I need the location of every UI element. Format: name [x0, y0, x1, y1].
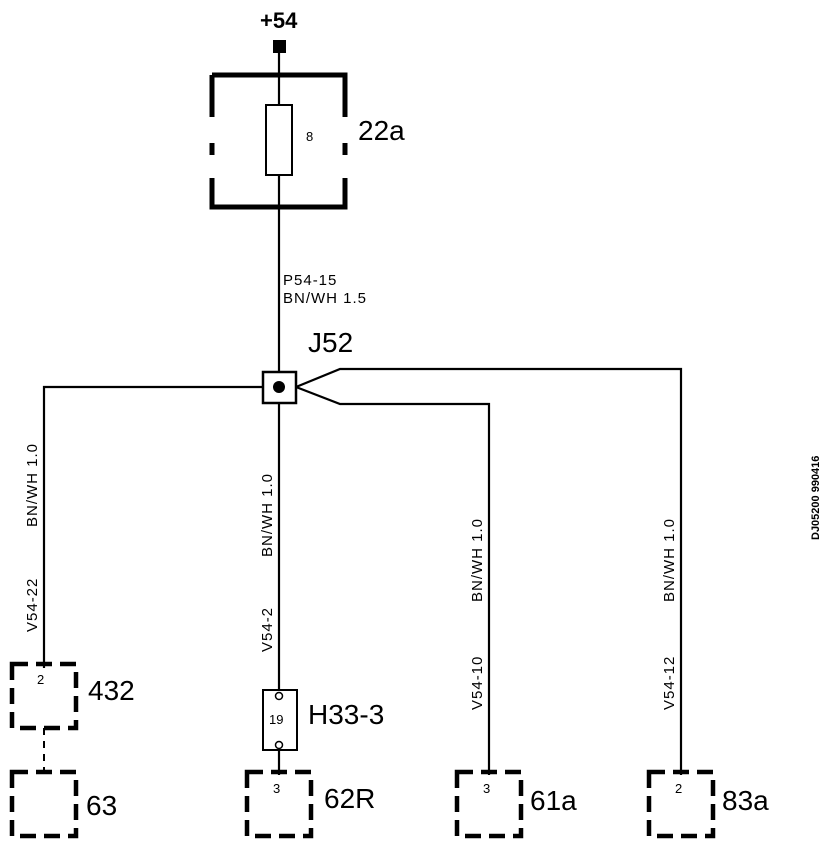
- connector-63: [9, 769, 79, 839]
- wire-v54-10: [295, 385, 491, 775]
- connector-62r: [244, 769, 314, 839]
- h33-pin: 19: [269, 712, 283, 727]
- wire-v54-22-spec: BN/WH 1.0: [24, 443, 41, 527]
- doc-code: DJ05200 990416: [810, 456, 822, 540]
- wire-v54-12: [295, 367, 683, 775]
- wire-v54-2-id: V54-2: [259, 607, 276, 652]
- connector-61a-pin: 3: [483, 781, 490, 796]
- main-wire-id: P54-15: [283, 272, 337, 289]
- connector-83a-pin: 2: [675, 781, 682, 796]
- junction-node: [273, 381, 285, 393]
- wire-v54-10-id: V54-10: [469, 656, 486, 710]
- fuse-number: 8: [306, 129, 313, 144]
- junction-label: J52: [308, 327, 353, 358]
- fuse-box-label: 22a: [358, 115, 405, 146]
- fuse-element: [265, 104, 293, 176]
- connector-83a: [646, 769, 716, 839]
- connector-62r-pin: 3: [273, 781, 280, 796]
- h33-label: H33-3: [308, 699, 384, 730]
- inline-connector-h33-3: 19: [262, 689, 298, 751]
- wire-v54-12-spec: BN/WH 1.0: [661, 518, 678, 602]
- connector-62r-label: 62R: [324, 783, 375, 814]
- wire-v54-22-id: V54-22: [24, 578, 41, 632]
- connector-61a: [454, 769, 524, 839]
- supply-label: +54: [260, 8, 298, 33]
- wire-v54-10-spec: BN/WH 1.0: [469, 518, 486, 602]
- wire-v54-12-id: V54-12: [661, 656, 678, 710]
- connector-432-label: 432: [88, 675, 135, 706]
- connector-432-pin: 2: [37, 672, 44, 687]
- connector-61a-label: 61a: [530, 785, 577, 816]
- fuse-box: 8: [209, 72, 348, 210]
- wire-v54-22: [42, 385, 263, 668]
- main-wire-spec: BN/WH 1.5: [283, 290, 367, 307]
- connector-63-label: 63: [86, 790, 117, 821]
- connector-83a-label: 83a: [722, 785, 769, 816]
- supply-terminal: [273, 40, 286, 53]
- wire-v54-2-spec: BN/WH 1.0: [259, 473, 276, 557]
